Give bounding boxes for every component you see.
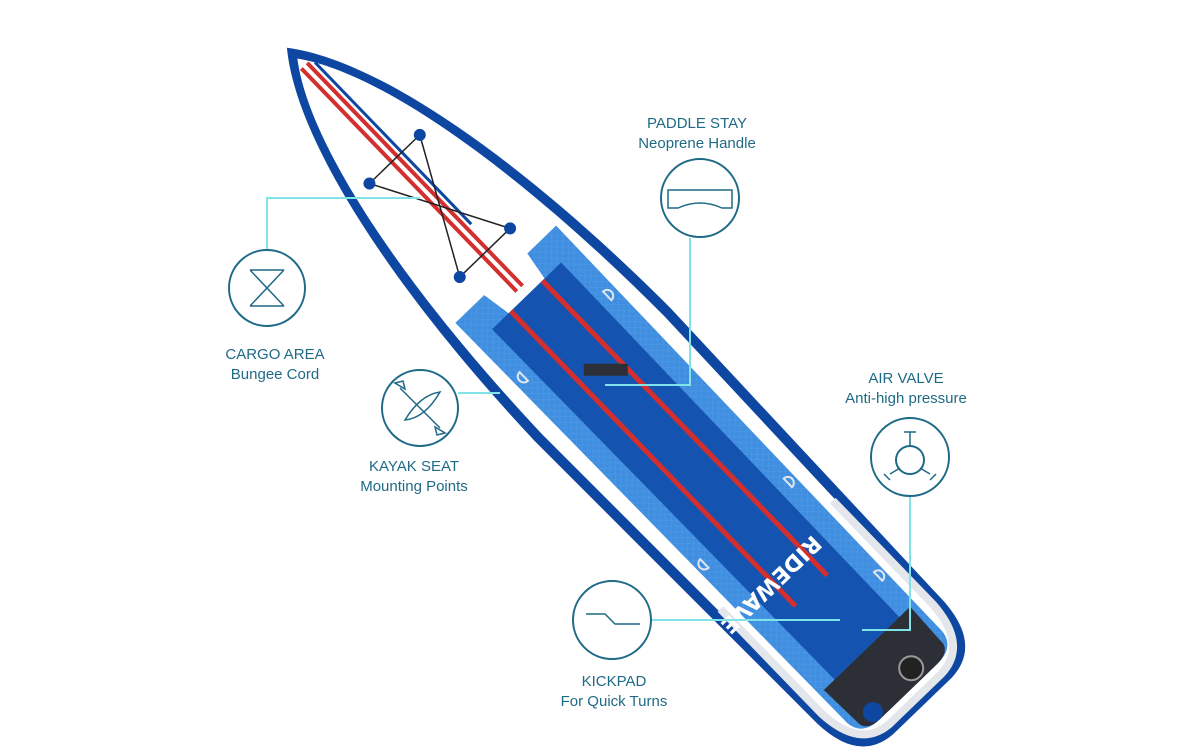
callout-air-valve: AIR VALVE Anti-high pressure [806,369,1006,409]
kayak-paddle-icon [381,369,459,447]
callout-kayak-seat: KAYAK SEAT Mounting Points [314,457,514,497]
bungee-cord [363,128,517,284]
callout-title: AIR VALVE [868,370,944,387]
bungee-cord-icon [228,249,306,327]
callout-cargo-area: CARGO AREA Bungee Cord [175,345,375,385]
kickpad-icon [572,580,652,660]
handle-icon [660,158,740,238]
callout-subtitle: Bungee Cord [230,366,320,383]
callout-subtitle: Mounting Points [360,478,468,495]
callout-subtitle: For Quick Turns [560,693,668,710]
kickpad [823,606,945,727]
callout-title: PADDLE STAY [646,115,748,132]
callout-kickpad: KICKPAD For Quick Turns [514,672,714,712]
deck-stripe [508,278,830,608]
callout-lines [266,197,911,631]
callout-subtitle: Anti-high pressure [845,390,967,407]
air-valve [898,655,925,682]
callout-title: KICKPAD [581,673,647,690]
callout-paddle-stay: PADDLE STAY Neoprene Handle [597,114,797,154]
air-valve-icon [870,417,950,497]
paddle-board: RIDEWAVE [286,47,966,747]
paddle-stay-handle [583,363,628,376]
callout-title: CARGO AREA [225,346,325,363]
d-rings [516,288,886,583]
callout-subtitle: Neoprene Handle [638,135,756,152]
nose-stripe [299,61,524,293]
callout-title: KAYAK SEAT [368,458,460,475]
